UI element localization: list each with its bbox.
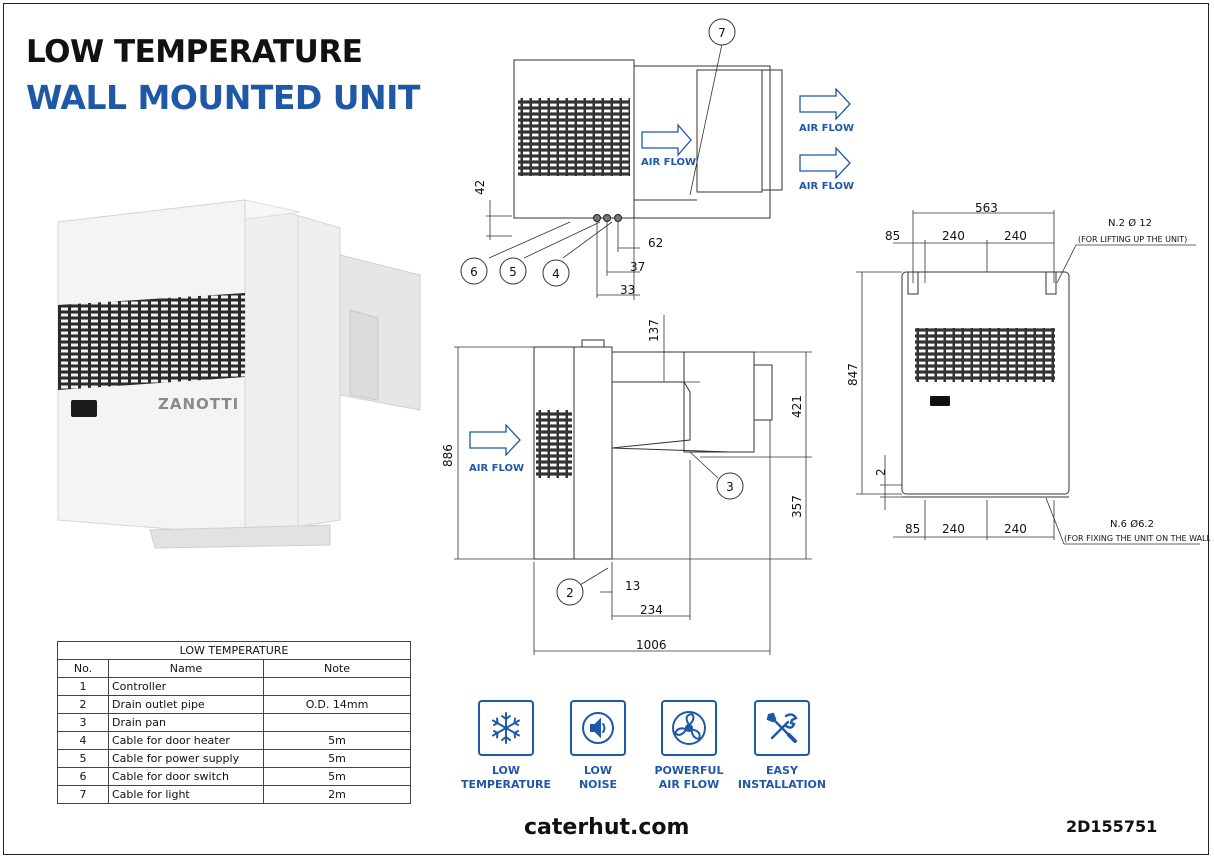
cell-note: 2m [263, 785, 411, 804]
cell-name: Cable for door switch [108, 767, 264, 786]
cell-no: 2 [57, 695, 109, 714]
dim-137: 137 [647, 319, 661, 342]
feature-label: LOW TEMPERATURE [460, 764, 552, 791]
dim-33: 33 [620, 283, 635, 297]
dim-886: 886 [441, 444, 455, 467]
cell-no: 3 [57, 713, 109, 732]
column-header-no: No. [57, 659, 109, 678]
product-image: ZANOTTI [57, 199, 421, 549]
dim-240-top-a: 240 [942, 229, 965, 243]
callout-4: 4 [552, 267, 560, 281]
column-header-name: Name [108, 659, 264, 678]
tools-icon [754, 700, 810, 756]
dim-240-bottom-b: 240 [1004, 522, 1027, 536]
dim-13: 13 [625, 579, 640, 593]
table-caption: LOW TEMPERATURE [57, 641, 411, 660]
page-title: LOW TEMPERATURE [26, 34, 363, 70]
side-view-drawing: AIR FLOW 886 137 421 357 13 234 1006 2 3 [441, 315, 812, 655]
top-view-drawing: AIR FLOW AIR FLOW AIR FLOW 42 62 37 33 6… [460, 18, 854, 300]
front-view-drawing: 563 85 240 240 847 2 85 240 240 N.2 Ø 12… [846, 201, 1210, 545]
column-header-note: Note [263, 659, 411, 678]
dim-2: 2 [874, 468, 888, 476]
cell-name: Drain pan [108, 713, 264, 732]
low-noise-speaker-icon [570, 700, 626, 756]
feature-label: LOW NOISE [578, 764, 618, 791]
feature-label: POWERFUL AIR FLOW [654, 764, 724, 791]
dim-42: 42 [473, 180, 487, 195]
airflow-label-right-2: AIR FLOW [799, 181, 854, 192]
feature-label: EASY INSTALLATION [737, 764, 827, 791]
airflow-label-right-1: AIR FLOW [799, 123, 854, 134]
lift-note-title: N.2 Ø 12 [1108, 217, 1152, 229]
cell-note [263, 713, 411, 732]
cell-name: Controller [108, 677, 264, 696]
fan-icon [661, 700, 717, 756]
cell-name: Cable for light [108, 785, 264, 804]
airflow-label-top: AIR FLOW [641, 157, 696, 168]
fix-note-desc: (FOR FIXING THE UNIT ON THE WALL) [1064, 534, 1210, 543]
cell-note: O.D. 14mm [263, 695, 411, 714]
feature-easy-installation: EASY INSTALLATION [722, 700, 842, 792]
cell-no: 1 [57, 677, 109, 696]
cell-no: 6 [57, 767, 109, 786]
callout-5: 5 [509, 265, 517, 279]
feature-powerful-airflow: POWERFUL AIR FLOW [629, 700, 749, 792]
cell-name: Cable for door heater [108, 731, 264, 750]
fix-note-title: N.6 Ø6.2 [1110, 518, 1154, 530]
dim-240-top-b: 240 [1004, 229, 1027, 243]
dim-563: 563 [975, 201, 998, 215]
airflow-label-side: AIR FLOW [469, 463, 524, 474]
cell-no: 5 [57, 749, 109, 768]
dim-62: 62 [648, 236, 663, 250]
feature-low-noise: LOW NOISE [538, 700, 658, 792]
brand-logo: ZANOTTI [158, 395, 239, 413]
cell-note: 5m [263, 767, 411, 786]
dim-1006: 1006 [636, 638, 667, 652]
feature-low-temperature: LOW TEMPERATURE [446, 700, 566, 792]
dim-234: 234 [640, 603, 663, 617]
cell-no: 7 [57, 785, 109, 804]
cell-note: 5m [263, 749, 411, 768]
dim-37: 37 [630, 260, 645, 274]
snowflake-icon [478, 700, 534, 756]
dim-85-top: 85 [885, 229, 900, 243]
dim-357: 357 [790, 495, 804, 518]
lift-note-desc: (FOR LIFTING UP THE UNIT) [1078, 235, 1187, 244]
dim-240-bottom-a: 240 [942, 522, 965, 536]
dim-85-bottom: 85 [905, 522, 920, 536]
dim-847: 847 [846, 363, 860, 386]
cell-no: 4 [57, 731, 109, 750]
page-subtitle: WALL MOUNTED UNIT [26, 78, 420, 117]
footer-website: caterhut.com [524, 815, 690, 840]
controller-symbol [930, 396, 950, 406]
callout-6: 6 [470, 265, 478, 279]
footer-code: 2D155751 [1066, 817, 1158, 836]
callout-7: 7 [718, 26, 726, 40]
callout-3: 3 [726, 480, 734, 494]
callout-2: 2 [566, 586, 574, 600]
cell-name: Drain outlet pipe [108, 695, 264, 714]
cell-name: Cable for power supply [108, 749, 264, 768]
cell-note: 5m [263, 731, 411, 750]
cell-note [263, 677, 411, 696]
dim-421: 421 [790, 395, 804, 418]
